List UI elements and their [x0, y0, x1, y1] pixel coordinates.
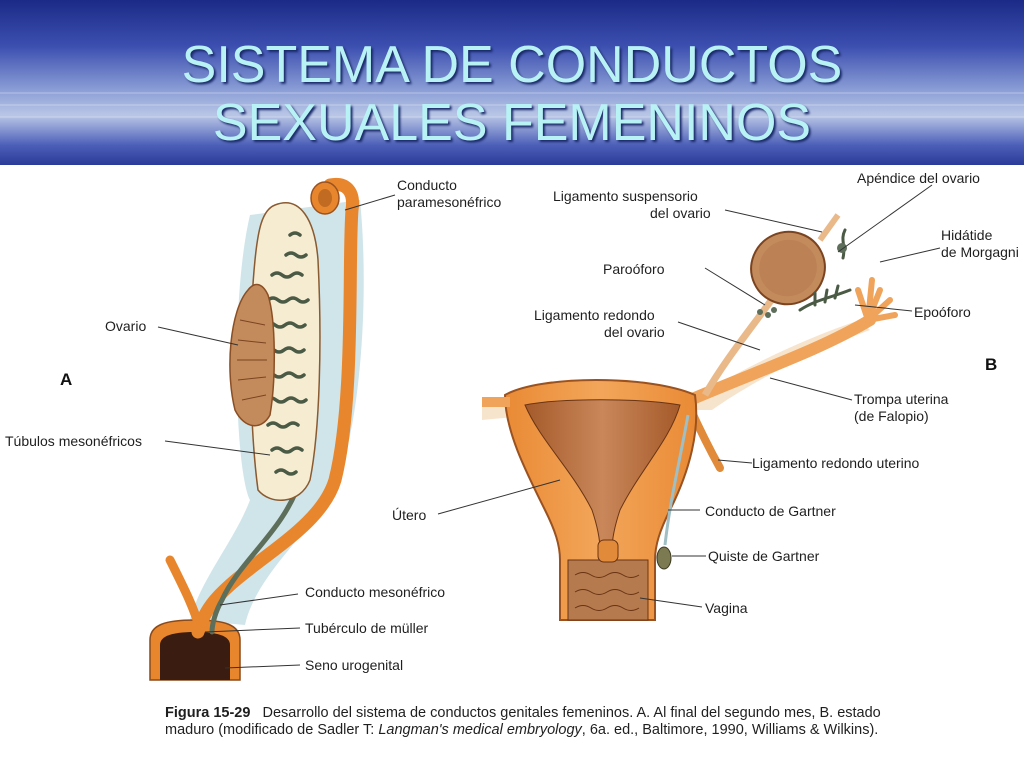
label-conducto-paramesonefrico-1: Conducto	[397, 177, 457, 193]
label-conducto-gartner: Conducto de Gartner	[705, 503, 836, 519]
title-banner	[0, 0, 1024, 165]
paramesonephric-duct-a	[191, 177, 360, 639]
vagina-rugae	[574, 572, 640, 611]
slide-title: SISTEMA DE CONDUCTOS SEXUALES FEMENINOS	[0, 36, 1024, 152]
gartner-cyst	[656, 546, 672, 570]
uterine-tube	[684, 314, 876, 406]
label-ligamento-redondo-ovario-2: del ovario	[604, 324, 665, 340]
label-hidatide-1: Hidátide	[941, 227, 993, 243]
ovary-b-core	[759, 239, 817, 297]
suspensory-ligament	[817, 213, 841, 242]
label-tuberculo-muller: Tubérculo de müller	[305, 620, 429, 636]
label-paraooforo: Paroóforo	[603, 261, 665, 277]
label-ligamento-redondo-ovario-1: Ligamento redondo	[534, 307, 655, 323]
panel-a-drawing	[149, 177, 364, 681]
fimbriae	[855, 277, 898, 323]
label-ligamento-suspensorio-2: del ovario	[650, 205, 711, 221]
label-epooforo: Epoóforo	[914, 304, 971, 320]
panel-b-letter: B	[985, 355, 998, 374]
label-conducto-mesonefrico: Conducto mesonéfrico	[305, 584, 446, 600]
cervix	[597, 539, 619, 563]
label-ovario-a: Ovario	[105, 318, 147, 334]
duct-left-branch	[165, 555, 205, 635]
label-trompa-1: Trompa uterina	[854, 391, 949, 407]
label-ligamento-redondo-uterino: Ligamento redondo uterino	[752, 455, 920, 471]
urogenital-sinus-lumen	[160, 632, 230, 680]
gartner-duct	[663, 414, 690, 546]
label-quiste-gartner: Quiste de Gartner	[708, 548, 820, 564]
caption-text-1: Desarrollo del sistema de conductos geni…	[165, 705, 881, 738]
caption-text-2: , 6a. ed., Baltimore, 1990, Williams & W…	[581, 722, 879, 738]
label-trompa-2: (de Falopio)	[854, 408, 929, 424]
figure-caption: Figura 15-29 Desarrollo del sistema de c…	[165, 705, 905, 739]
label-ligamento-suspensorio-1: Ligamento suspensorio	[553, 188, 698, 204]
banner-stripe	[0, 104, 1024, 106]
label-hidatide-2: de Morgagni	[941, 244, 1019, 260]
label-apendice-ovario: Apéndice del ovario	[857, 170, 980, 186]
label-vagina: Vagina	[705, 600, 748, 616]
epoophoron	[798, 228, 852, 312]
panel-a-leaders	[157, 194, 396, 669]
caption-text-italic: Langman's medical embryology	[378, 722, 582, 738]
label-seno-urogenital: Seno urogenital	[305, 657, 404, 673]
panel-a-letter: A	[60, 370, 73, 389]
caption-figure-label: Figura 15-29	[165, 705, 251, 721]
banner-stripe	[0, 92, 1024, 94]
round-ligament-ovary	[701, 292, 778, 397]
label-utero: Útero	[392, 507, 427, 523]
uterine-cavity	[524, 399, 681, 551]
ovary-a	[229, 283, 275, 427]
panel-b-drawing	[482, 213, 898, 621]
title-line-1: SISTEMA DE CONDUCTOS	[181, 36, 843, 94]
label-conducto-paramesonefrico-2: paramesonéfrico	[397, 194, 502, 210]
panel-b-leaders	[437, 184, 941, 608]
banner-stripe	[0, 116, 1024, 118]
vagina-b	[567, 559, 649, 621]
duct-funnel-inner	[318, 189, 332, 207]
label-tubulos-mesonefricos: Túbulos mesonéfricos	[5, 433, 142, 449]
title-line-2: SEXUALES FEMENINOS	[212, 94, 812, 152]
paroophoron	[757, 307, 777, 318]
ovary-a-texture	[237, 319, 267, 401]
